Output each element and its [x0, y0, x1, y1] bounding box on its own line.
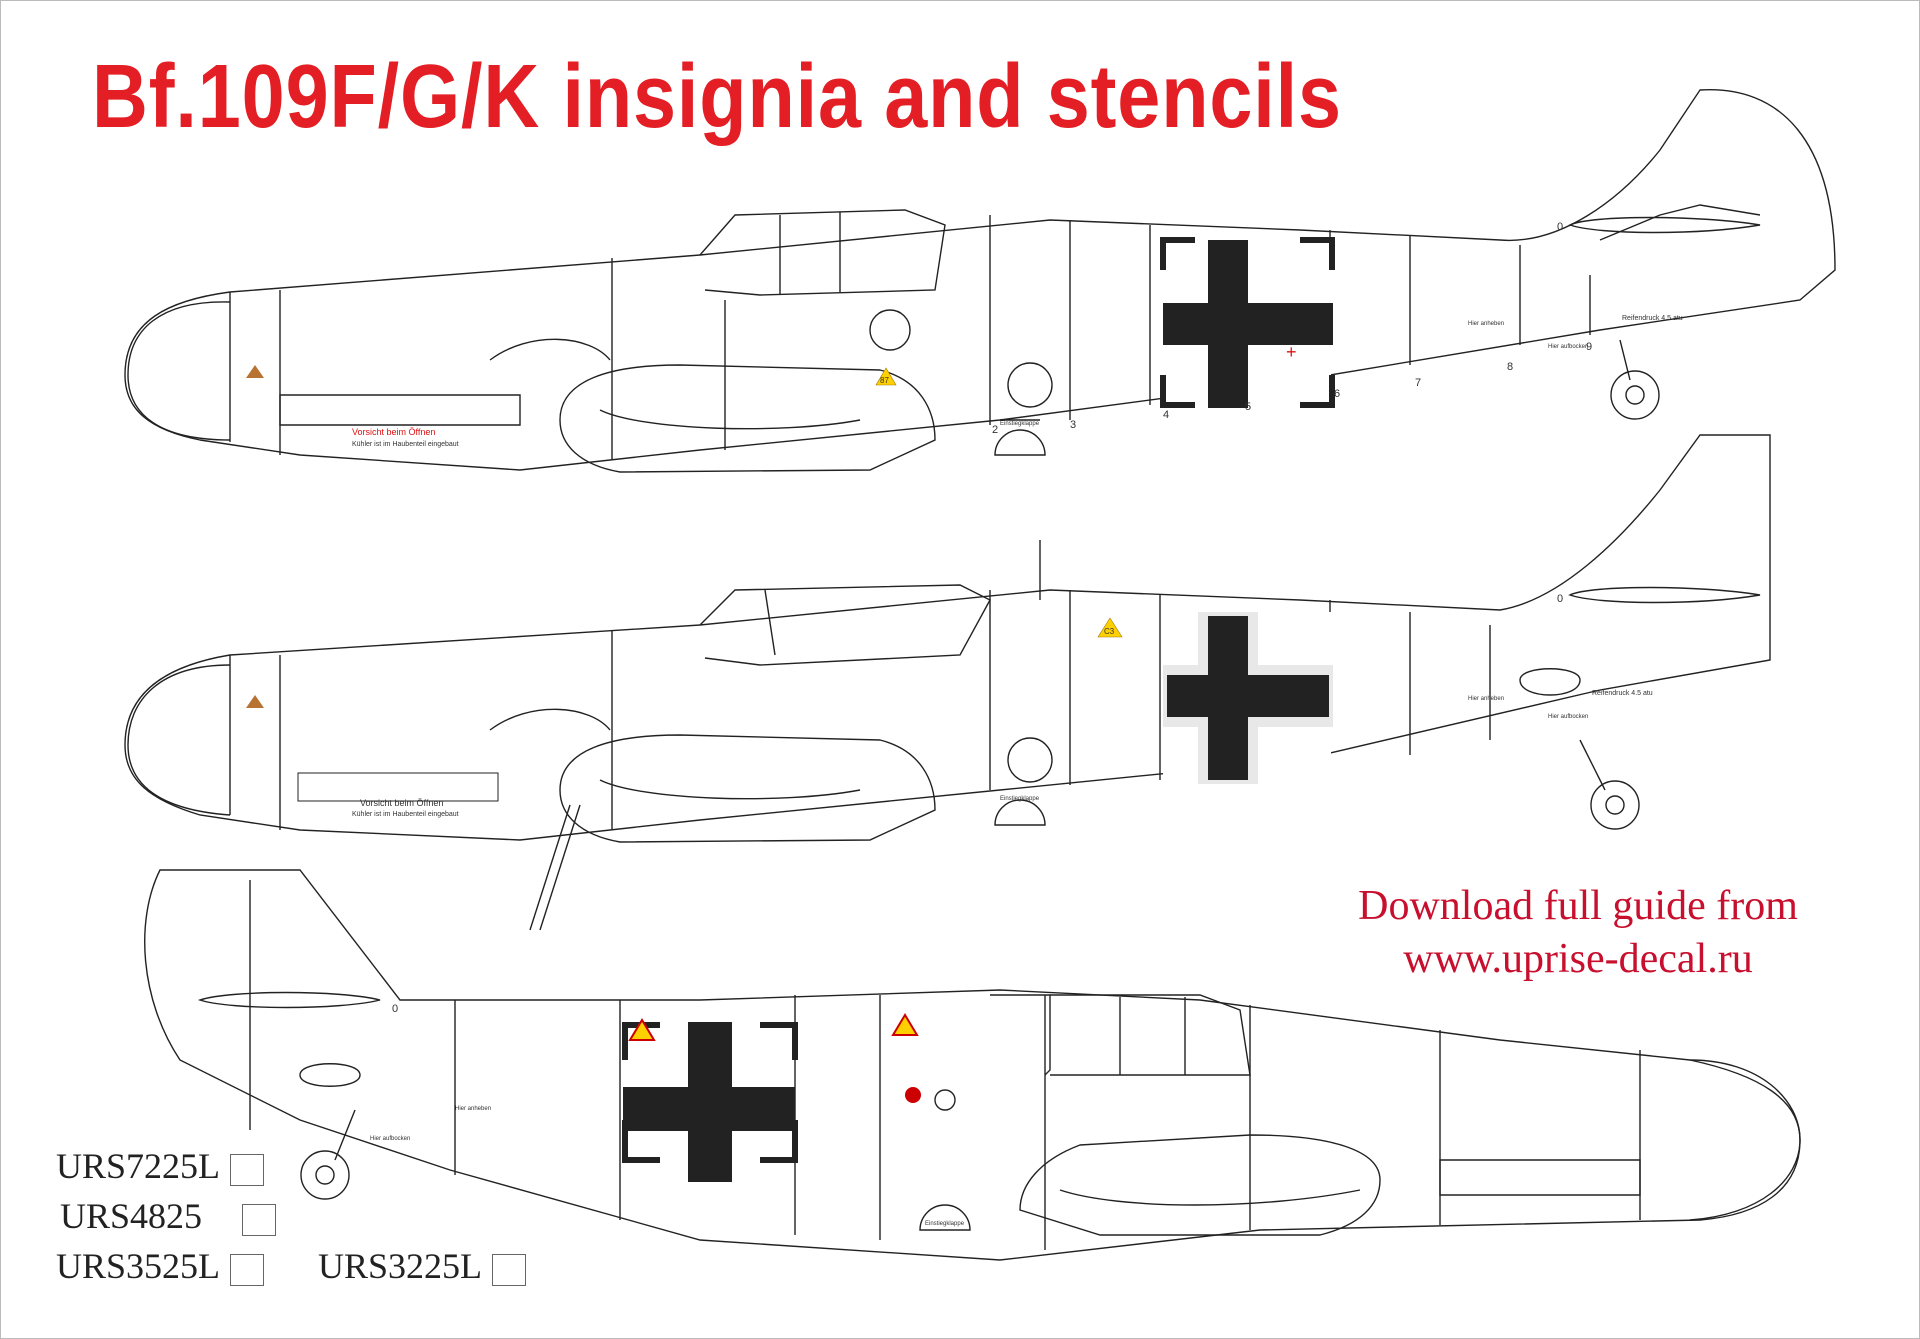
svg-text:0: 0 [1557, 593, 1563, 605]
balkenkreuz-cross-icon [1163, 612, 1333, 784]
caution-sub-stencil: Kühler ist im Haubenteil eingebaut [352, 441, 459, 448]
svg-text:7: 7 [1415, 377, 1421, 389]
product-code-2: URS4825 [60, 1195, 277, 1237]
orange-triangle-icon [246, 695, 264, 708]
svg-text:C3: C3 [1104, 627, 1115, 636]
download-notice: Download full guide from www.uprise-deca… [1318, 880, 1838, 985]
download-line-1: Download full guide from [1358, 883, 1798, 929]
svg-text:Hier aufbocken: Hier aufbocken [370, 1136, 410, 1142]
tire-pressure-stencil-2: Reifendruck 4.5 atu [1592, 690, 1653, 697]
checkbox-4[interactable] [492, 1253, 527, 1286]
yellow-triangle-icon [1097, 617, 1123, 638]
yellow-triangle-icon [891, 1013, 919, 1036]
lift-stencil: Hier anheben [1468, 321, 1504, 327]
red-cross-icon [905, 1087, 921, 1103]
svg-text:6: 6 [1334, 388, 1340, 400]
caution-sub-stencil-2: Kühler ist im Haubenteil eingebaut [352, 811, 459, 818]
product-code-3: URS3525L [56, 1245, 265, 1287]
hatch-stencil: Einstiegklappe [1000, 421, 1040, 427]
balkenkreuz-cross-icon [622, 1022, 798, 1182]
svg-text:4: 4 [1163, 409, 1169, 421]
svg-text:3: 3 [1070, 419, 1076, 431]
product-code-1: URS7225L [56, 1145, 265, 1187]
jack-stencil: Hier aufbocken [1548, 344, 1588, 350]
red-cross-icon: + [1286, 342, 1297, 362]
svg-text:2: 2 [992, 424, 998, 436]
download-url[interactable]: www.uprise-decal.ru [1403, 935, 1753, 982]
svg-text:Einstiegklappe: Einstiegklappe [1000, 796, 1040, 802]
svg-text:0: 0 [392, 1003, 398, 1015]
svg-text:Hier anheben: Hier anheben [1468, 696, 1504, 702]
yellow-triangle-icon [628, 1018, 656, 1041]
caution-stencil: Vorsicht beim Öffnen [352, 427, 435, 437]
page-title: Bf.109F/G/K insignia and stencils [92, 47, 1342, 147]
caution-stencil-2: Vorsicht beim Öffnen [360, 798, 443, 808]
svg-text:87: 87 [880, 376, 889, 385]
balkenkreuz-cross-icon [1160, 237, 1335, 408]
svg-text:Einstiegklappe: Einstiegklappe [925, 1221, 965, 1227]
tire-pressure-stencil: Reifendruck 4.5 atu [1622, 315, 1683, 322]
checkbox-2[interactable] [242, 1203, 277, 1236]
svg-text:8: 8 [1507, 361, 1513, 373]
checkbox-3[interactable] [230, 1253, 265, 1286]
svg-text:0: 0 [1557, 221, 1563, 233]
svg-text:Hier anheben: Hier anheben [455, 1106, 491, 1112]
svg-text:9: 9 [1586, 341, 1592, 353]
svg-text:5: 5 [1245, 401, 1251, 413]
svg-text:Hier aufbocken: Hier aufbocken [1548, 714, 1588, 720]
product-code-4: URS3225L [318, 1245, 527, 1287]
checkbox-1[interactable] [230, 1153, 265, 1186]
yellow-triangle-icon [875, 367, 897, 386]
orange-triangle-icon [246, 365, 264, 378]
